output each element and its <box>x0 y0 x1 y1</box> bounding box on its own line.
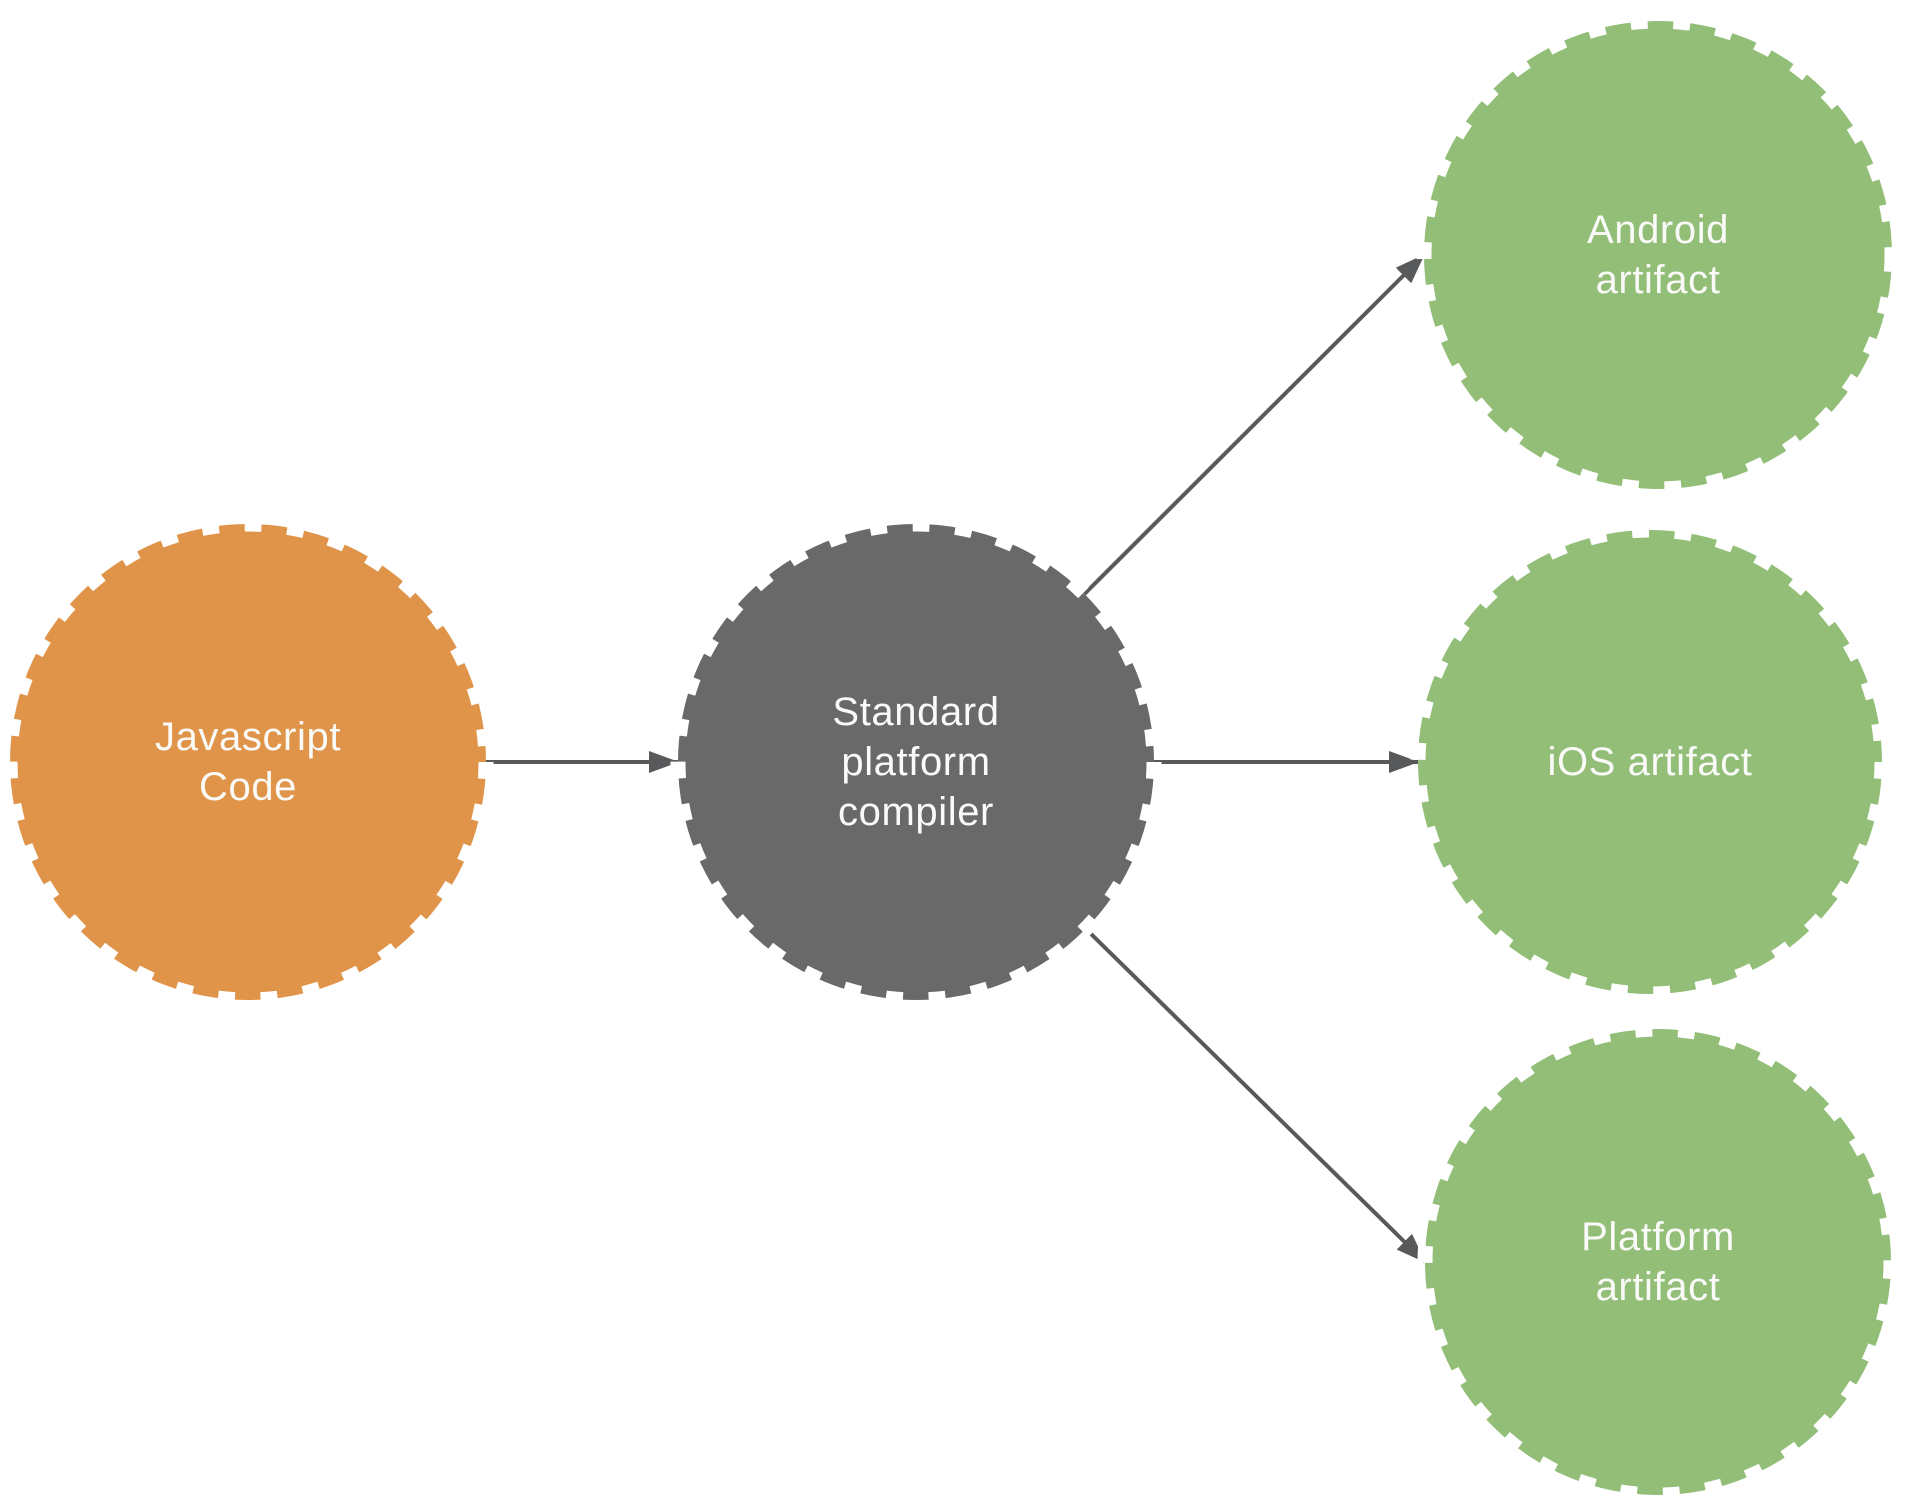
node-circle-standard-platform-compiler <box>678 524 1154 1000</box>
node-dashed-border-ios-artifact <box>1410 522 1890 1002</box>
node-circle-platform-artifact <box>1425 1029 1891 1495</box>
edges-layer <box>486 253 1427 1264</box>
edge-arrow-standard-platform-compiler-to-android-artifact <box>1083 253 1426 596</box>
node-dashed-border-android-artifact <box>1416 13 1900 497</box>
edge-arrow-standard-platform-compiler-to-platform-artifact <box>1084 927 1427 1264</box>
node-circle-ios-artifact <box>1418 530 1882 994</box>
node-circle-javascript-code <box>10 524 486 1000</box>
node-dashed-border-standard-platform-compiler <box>670 516 1162 1008</box>
node-dashed-border-platform-artifact <box>1417 1021 1899 1502</box>
nodes-layer <box>2 13 1900 1502</box>
node-dashed-border-javascript-code <box>2 516 494 1008</box>
node-circle-android-artifact <box>1424 21 1892 489</box>
